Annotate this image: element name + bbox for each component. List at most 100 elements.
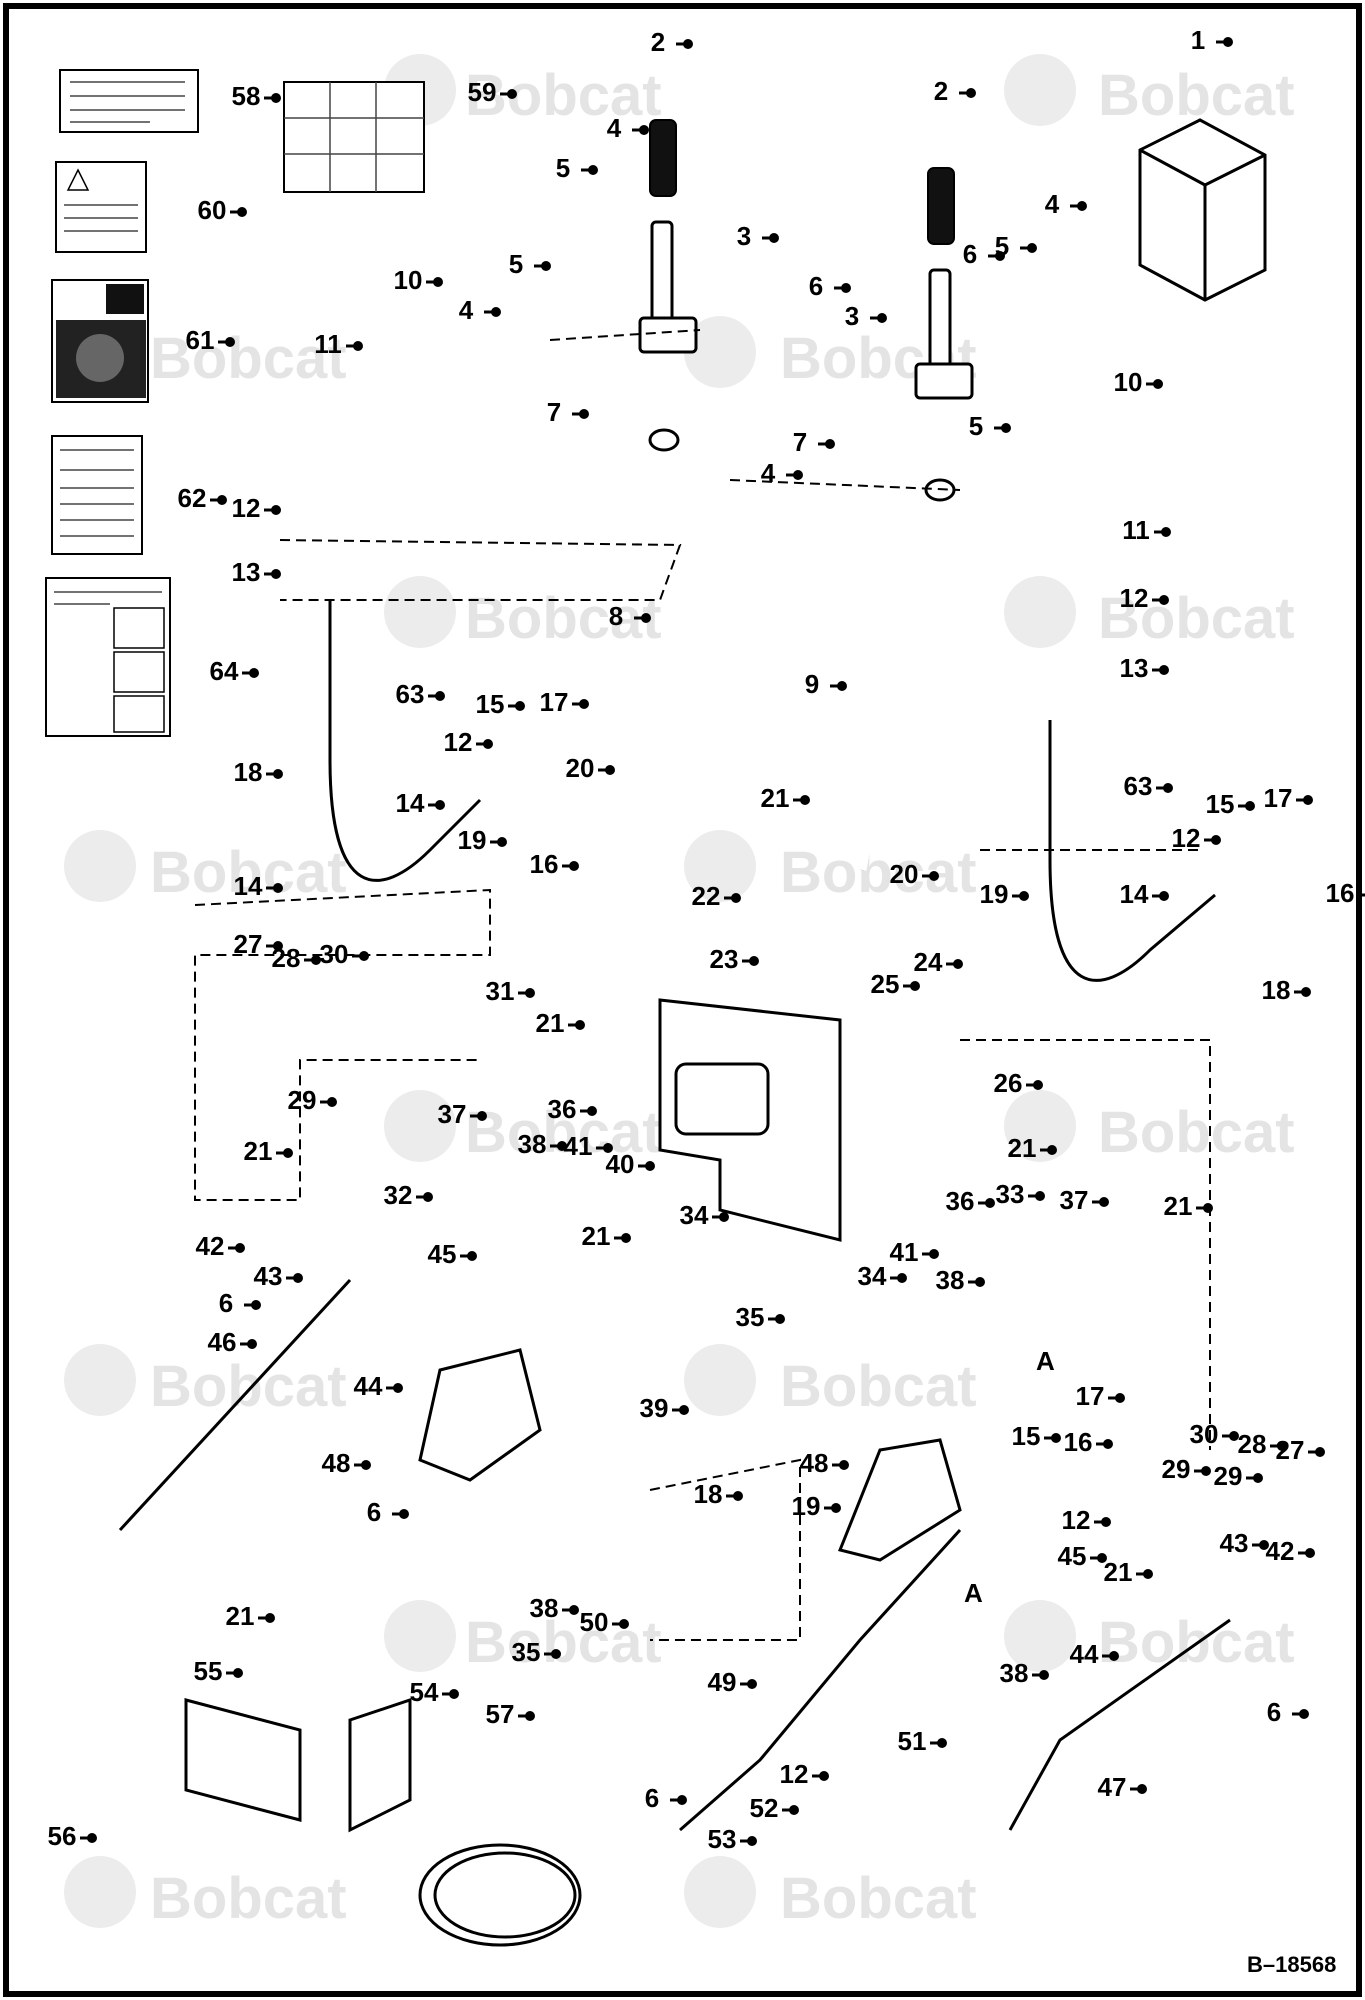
callout-number: 6 [963, 239, 977, 269]
callout-number: 24 [914, 947, 943, 977]
callout-leader-dot [249, 668, 259, 678]
callout-30: 30 [320, 939, 369, 969]
callout-leader-dot [271, 569, 281, 579]
callout-21: 21 [536, 1008, 585, 1038]
callout-number: 12 [780, 1759, 809, 1789]
callout-22: 22 [692, 881, 741, 911]
right-control-cable [1048, 720, 1216, 982]
callout-number: 38 [518, 1129, 547, 1159]
watermark-logo-icon [684, 1856, 756, 1928]
callout-leader-dot [247, 1339, 257, 1349]
callout-21: 21 [1164, 1191, 1213, 1221]
callout-number: 47 [1098, 1772, 1127, 1802]
callout-leader-dot [1051, 1433, 1061, 1443]
callout-32: 32 [384, 1180, 433, 1210]
callout-number: 7 [547, 397, 561, 427]
callout-number: 41 [564, 1131, 593, 1161]
callout-64: 64 [210, 656, 259, 686]
callout-number: 41 [890, 1237, 919, 1267]
callout-number: 20 [566, 753, 595, 783]
callout-number: 63 [396, 679, 425, 709]
callout-leader-dot [619, 1619, 629, 1629]
callout-number: 37 [1060, 1185, 1089, 1215]
callout-number: 13 [1120, 653, 1149, 683]
callout-number: 5 [556, 153, 570, 183]
callout-28: 28 [272, 943, 321, 973]
watermark-logo-icon [64, 1856, 136, 1928]
callout-leader-dot [1305, 1548, 1315, 1558]
callout-36: 36 [548, 1094, 597, 1124]
callout-leader-dot [237, 207, 247, 217]
callout-number: 4 [761, 458, 776, 488]
callout-24: 24 [914, 947, 963, 977]
callout-leader-dot [467, 1251, 477, 1261]
callout-leader-dot [1161, 527, 1171, 537]
callout-6: 6 [809, 271, 851, 301]
callout-number: 33 [996, 1179, 1025, 1209]
callout-number: 17 [1264, 783, 1293, 813]
watermark-logo-icon [384, 1090, 456, 1162]
callout-number: 1 [1191, 25, 1205, 55]
callout-number: 19 [458, 825, 487, 855]
callout-leader-dot [1159, 891, 1169, 901]
callout-leader-dot [579, 409, 589, 419]
callout-17: 17 [540, 687, 589, 717]
callout-number: 11 [314, 329, 342, 359]
callout-leader-dot [1245, 801, 1255, 811]
lower-cable-49 [679, 1528, 962, 1832]
callout-leader-dot [225, 337, 235, 347]
callout-number: 21 [1008, 1133, 1037, 1163]
callout-40: 40 [606, 1149, 655, 1179]
callout-number: 22 [692, 881, 721, 911]
callout-21: 21 [226, 1601, 275, 1631]
callout-6: 6 [645, 1783, 687, 1813]
callout-60: 60 [198, 195, 247, 225]
callout-number: 3 [737, 221, 751, 251]
callout-leader-dot [1077, 201, 1087, 211]
callout-leader-dot [645, 1161, 655, 1171]
callout-number: 44 [354, 1371, 383, 1401]
callout-leader-dot [800, 795, 810, 805]
callout-leader-dot [361, 1460, 371, 1470]
callout-34: 34 [858, 1261, 907, 1291]
callout-leader-dot [1159, 665, 1169, 675]
callout-34: 34 [680, 1200, 729, 1230]
callout-leader-dot [1253, 1473, 1263, 1483]
callout-leader-dot [769, 233, 779, 243]
callout-number: 52 [750, 1793, 779, 1823]
callout-leader-dot [399, 1509, 409, 1519]
callout-leader-dot [929, 1249, 939, 1259]
callout-leader-dot [433, 277, 443, 287]
callout-number: 4 [607, 113, 622, 143]
callout-leader-dot [435, 800, 445, 810]
callout-number: 16 [530, 849, 559, 879]
callout-54: 54 [410, 1677, 459, 1707]
callout-19: 19 [792, 1491, 841, 1521]
callout-2: 2 [934, 76, 976, 106]
callout-number: 35 [736, 1302, 765, 1332]
hose-57 [418, 1843, 582, 1947]
callout-leader-dot [1001, 423, 1011, 433]
watermark-logo-icon [684, 316, 756, 388]
callout-number: 6 [645, 1783, 659, 1813]
callout-leader-dot [483, 739, 493, 749]
callout-38: 38 [518, 1129, 567, 1159]
callout-leader-dot [966, 88, 976, 98]
callout-20: 20 [890, 859, 939, 889]
callout-12: 12 [444, 727, 493, 757]
callout-37: 37 [1060, 1185, 1109, 1215]
callout-30: 30 [1190, 1419, 1239, 1449]
callout-number: 36 [946, 1186, 975, 1216]
callout-21: 21 [1008, 1133, 1057, 1163]
callout-35: 35 [512, 1637, 561, 1667]
callout-number: 43 [254, 1261, 283, 1291]
callout-48: 48 [322, 1448, 371, 1478]
callout-12: 12 [1062, 1505, 1111, 1535]
callout-48: 48 [800, 1448, 849, 1478]
decal-60 [55, 161, 147, 253]
callout-leader-dot [507, 89, 517, 99]
callout-leader-dot [283, 1148, 293, 1158]
callout-leader-dot [831, 1503, 841, 1513]
callout-leader-dot [605, 765, 615, 775]
callout-leader-dot [557, 1141, 567, 1151]
